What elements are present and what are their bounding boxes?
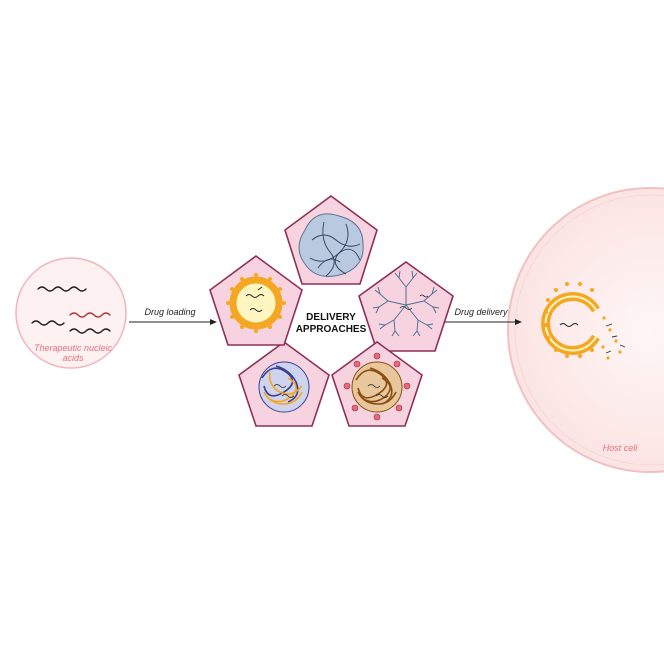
pentagon-dendrimer: [358, 261, 454, 352]
pentagon-liposome: [209, 255, 303, 346]
drug-loading-arrow: Drug loading: [129, 307, 217, 325]
nucleic-acid-strands-icon: [31, 286, 111, 334]
dendrimer-icon: [372, 270, 440, 337]
center-label-line2: APPROACHES: [296, 324, 367, 335]
hydrogel-network-icon: [298, 213, 364, 277]
host-cell: Host cell: [507, 187, 664, 473]
drug-loading-label: Drug loading: [144, 307, 195, 317]
drug-delivery-arrow: Drug delivery: [443, 307, 522, 325]
drug-delivery-label: Drug delivery: [454, 307, 508, 317]
liposome-icon: [226, 273, 286, 333]
pentagon-polyplex: [238, 341, 330, 427]
nucleic-acids-circle: Therapeutic nucleic acids: [15, 257, 127, 369]
center-label-line1: DELIVERY: [306, 312, 356, 323]
polymer-nanoparticle-icon: [258, 361, 310, 413]
source-label-line2: acids: [62, 353, 84, 363]
center-label: DELIVERY APPROACHES: [296, 312, 367, 335]
coated-polymer-nanoparticle-icon: [343, 352, 411, 421]
pentagon-coated-polyplex: [331, 341, 423, 427]
pentagon-hydrogel: [284, 195, 378, 285]
source-label-line1: Therapeutic nucleic: [34, 343, 113, 353]
released-liposome-icon: [541, 282, 626, 360]
host-cell-label: Host cell: [603, 443, 639, 453]
